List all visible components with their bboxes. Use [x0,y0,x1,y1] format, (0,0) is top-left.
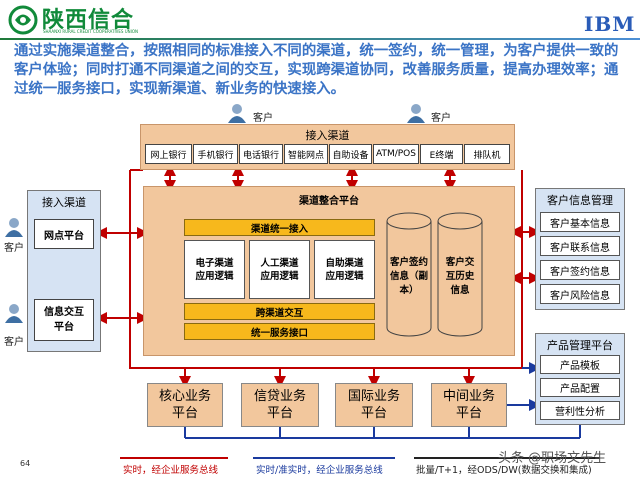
header-divider [0,38,640,40]
channel-item: 自助设备 [329,144,372,164]
channel-item: 手机银行 [193,144,238,164]
channel-item: 智能网点 [284,144,328,164]
customer-info-item: 客户风险信息 [540,284,620,304]
unified-access-bar: 渠道统一接入 [184,219,375,236]
interaction-history-label: 客户交互历史信息 [445,257,475,296]
cross-channel-bar: 跨渠道交互 [184,303,375,320]
customer-info-item: 客户签约信息 [540,260,620,280]
customer-icon [406,103,426,123]
logo-subtext: SHAANXI RURAL CREDIT COOPERATIVES UNION [43,29,138,34]
top-access-channel-title: 接入渠道 [305,129,350,142]
logo-icon [6,5,40,35]
channel-item: ATM/POS [373,144,419,164]
integration-platform-title: 渠道整合平台 [299,196,359,207]
manual-channel-logic-box: 人工渠道应用逻辑 [249,240,310,299]
customer-info-title: 客户信息管理 [547,194,613,207]
customer-label: 客户 [4,243,24,254]
product-mgmt-item: 产品模板 [540,355,620,374]
channel-item: 电话银行 [239,144,283,164]
intermediary-business-platform: 中间业务平台 [431,383,507,427]
legend-batch: 批量/T+1，经ODS/DW(数据交换和集成) [416,465,592,476]
core-business-platform: 核心业务平台 [147,383,223,427]
customer-icon [4,217,24,237]
page-number: 64 [20,459,31,468]
product-mgmt-title: 产品管理平台 [547,339,613,352]
info-exchange-platform-box: 信息交互平台 [34,299,94,341]
ibm-logo: IBM [584,12,636,36]
credit-business-platform: 信贷业务平台 [241,383,319,427]
international-business-platform: 国际业务平台 [335,383,413,427]
customer-info-item: 客户联系信息 [540,236,620,256]
interaction-history-cylinder [437,212,483,337]
electronic-channel-logic-box: 电子渠道应用逻辑 [184,240,245,299]
customer-label: 客户 [4,337,24,348]
customer-label: 客户 [431,113,451,124]
signing-info-label: 客户签约信息（副本） [390,257,429,296]
product-mgmt-item: 产品配置 [540,378,620,397]
customer-icon [227,103,247,123]
branch-platform-box: 网点平台 [34,219,94,249]
intro-paragraph: 通过实施渠道整合，按照相同的标准接入不同的渠道，统一签约，统一管理，为客户提供一… [14,43,619,97]
customer-info-item: 客户基本信息 [540,212,620,232]
channel-item: 网上银行 [145,144,192,164]
watermark: 头条 @职场文先生 [498,451,607,466]
channel-item: E终端 [420,144,463,164]
logo-text: 陕西信合 [42,8,135,33]
service-interface-bar: 统一服务接口 [184,323,375,340]
customer-icon [4,303,24,323]
legend-near-realtime: 实时/准实时，经企业服务总线 [256,465,383,476]
signing-info-cylinder [386,212,432,337]
legend-realtime: 实时，经企业服务总线 [123,465,219,476]
channel-item: 排队机 [464,144,510,164]
left-access-channel-title: 接入渠道 [42,196,86,209]
customer-label: 客户 [253,113,273,124]
self-service-logic-box: 自助渠道应用逻辑 [314,240,375,299]
product-mgmt-item: 营利性分析 [540,401,620,420]
